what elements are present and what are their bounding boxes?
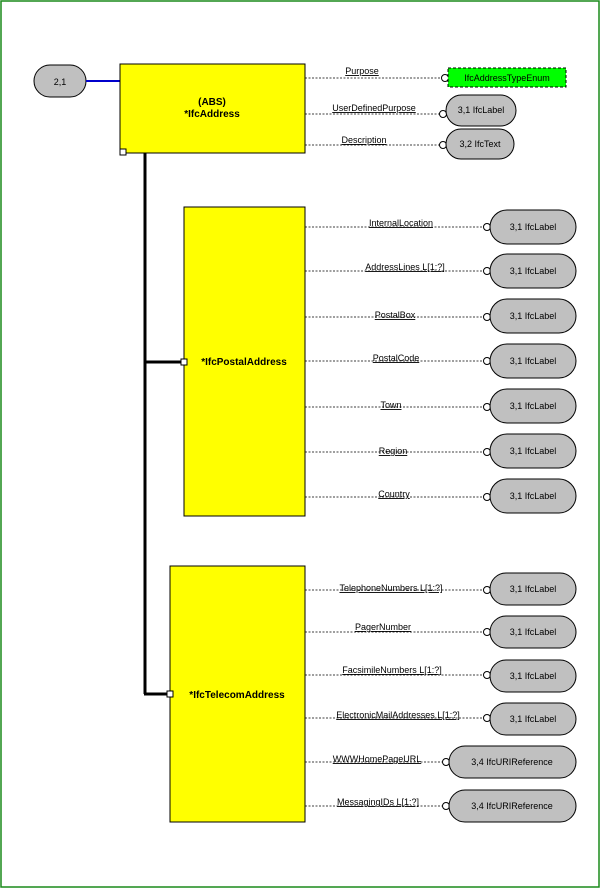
attribute-end-circle (442, 758, 450, 766)
type-ref-label: 3,4 IfcURIReference (471, 757, 553, 767)
attribute-end-circle (483, 628, 491, 636)
type-ref-label: 3,4 IfcURIReference (471, 801, 553, 811)
connector-square (180, 358, 188, 366)
type-ref-box[interactable] (489, 478, 577, 514)
type-ref-box[interactable] (489, 572, 577, 606)
attribute-town[interactable]: Town 3,1 IfcLabel (305, 388, 577, 424)
type-ref-box[interactable] (448, 789, 577, 823)
attribute-wwwhomepageurl[interactable]: WWWHomePageURL 3,4 IfcURIReference (305, 745, 577, 779)
attribute-pagernumber[interactable]: PagerNumber 3,1 IfcLabel (305, 615, 577, 649)
entity-ifcaddress-name: *IfcAddress (184, 109, 240, 120)
attribute-postalbox[interactable]: PostalBox 3,1 IfcLabel (305, 298, 577, 334)
attribute-label: PagerNumber (355, 622, 411, 632)
type-ref-label: 3,1 IfcLabel (510, 446, 557, 456)
attribute-purpose[interactable]: Purpose IfcAddressTypeEnum (305, 66, 567, 88)
type-ref-label: 3,1 IfcLabel (510, 671, 557, 681)
attribute-userdefinedpurpose[interactable]: UserDefinedPurpose 3,1 IfcLabel (305, 94, 517, 127)
type-ref-label: 3,1 IfcLabel (510, 356, 557, 366)
type-ref-label: 3,1 IfcLabel (510, 491, 557, 501)
type-ref-label: 3,1 IfcLabel (510, 584, 557, 594)
attribute-end-circle (483, 448, 491, 456)
attribute-label: Purpose (345, 66, 379, 76)
type-ref-box[interactable] (489, 659, 577, 693)
type-ref-box[interactable] (489, 298, 577, 334)
attribute-label: InternalLocation (369, 218, 433, 228)
attribute-label: UserDefinedPurpose (332, 103, 416, 113)
type-ref-label: 3,1 IfcLabel (510, 311, 557, 321)
type-ref-box[interactable] (489, 343, 577, 379)
type-ref-label: 3,2 IfcText (459, 139, 501, 149)
attribute-label: WWWHomePageURL (333, 754, 422, 764)
type-ref-box[interactable] (445, 94, 517, 127)
entity-ifcaddress-box[interactable] (119, 63, 306, 154)
attribute-facsimilenumbers[interactable]: FacsimileNumbers L[1:?] 3,1 IfcLabel (305, 659, 577, 693)
attribute-end-circle (483, 267, 491, 275)
page-reference-label: 2,1 (54, 77, 67, 87)
type-ref-box[interactable] (489, 388, 577, 424)
entity-ifctelecomaddress[interactable]: *IfcTelecomAddress (169, 565, 306, 823)
type-ref-box[interactable] (489, 615, 577, 649)
attribute-end-circle (439, 141, 447, 149)
attribute-end-circle (483, 714, 491, 722)
attribute-telephonenumbers[interactable]: TelephoneNumbers L[1:?] 3,1 IfcLabel (305, 572, 577, 606)
attribute-label: Country (378, 489, 410, 499)
type-ref-label: 3,1 IfcLabel (510, 714, 557, 724)
entity-ifcaddress-abs: (ABS) (198, 97, 226, 108)
entity-ifcpostaladdress-name: *IfcPostalAddress (201, 357, 287, 368)
page-reference[interactable]: 2,1 (33, 64, 87, 98)
attribute-messagingids[interactable]: MessagingIDs L[1:?] 3,4 IfcURIReference (305, 789, 577, 823)
entity-ifcpostaladdress[interactable]: *IfcPostalAddress (183, 206, 306, 517)
enum-box-ifcaddresstypeenum[interactable] (447, 67, 567, 88)
attribute-label: TelephoneNumbers L[1:?] (339, 583, 442, 593)
type-ref-label: 3,1 IfcLabel (510, 401, 557, 411)
connector-square (166, 690, 174, 698)
attribute-label: FacsimileNumbers L[1:?] (342, 665, 442, 675)
attribute-label: MessagingIDs L[1:?] (337, 797, 419, 807)
entity-ifcaddress[interactable]: (ABS) *IfcAddress (119, 63, 306, 154)
attribute-label: Town (380, 400, 401, 410)
type-ref-box[interactable] (489, 253, 577, 289)
attribute-addresslines[interactable]: AddressLines L[1:?] 3,1 IfcLabel (305, 253, 577, 289)
entity-ifctelecomaddress-name: *IfcTelecomAddress (189, 690, 285, 701)
type-ref-label: 3,1 IfcLabel (458, 105, 505, 115)
attribute-label: PostalCode (373, 353, 420, 363)
type-ref-label: 3,1 IfcLabel (510, 627, 557, 637)
attribute-description[interactable]: Description 3,2 IfcText (305, 128, 515, 160)
attribute-electronicmailaddresses[interactable]: ElectronicMailAddresses L[1:?] 3,1 IfcLa… (305, 702, 577, 736)
attribute-end-circle (441, 74, 449, 82)
attribute-country[interactable]: Country 3,1 IfcLabel (305, 478, 577, 514)
type-ref-box[interactable] (445, 128, 515, 160)
type-ref-label: 3,1 IfcLabel (510, 222, 557, 232)
attribute-label: ElectronicMailAddresses L[1:?] (336, 710, 460, 720)
attribute-label: Region (379, 446, 408, 456)
attribute-postalcode[interactable]: PostalCode 3,1 IfcLabel (305, 343, 577, 379)
attribute-end-circle (483, 223, 491, 231)
type-ref-box[interactable] (489, 433, 577, 469)
entity-ifcpostaladdress-box[interactable] (183, 206, 306, 517)
attribute-end-circle (483, 493, 491, 501)
type-ref-box[interactable] (489, 702, 577, 736)
connector-square (119, 148, 127, 156)
enum-label: IfcAddressTypeEnum (464, 73, 550, 83)
attribute-label: AddressLines L[1:?] (365, 262, 445, 272)
type-ref-box[interactable] (489, 209, 577, 245)
attribute-label: PostalBox (375, 310, 416, 320)
attribute-end-circle (483, 313, 491, 321)
type-ref-label: 3,1 IfcLabel (510, 266, 557, 276)
attribute-end-circle (483, 586, 491, 594)
entity-ifctelecomaddress-box[interactable] (169, 565, 306, 823)
attribute-end-circle (442, 802, 450, 810)
attribute-end-circle (483, 357, 491, 365)
attribute-region[interactable]: Region 3,1 IfcLabel (305, 433, 577, 469)
attribute-end-circle (483, 671, 491, 679)
type-ref-box[interactable] (448, 745, 577, 779)
attribute-end-circle (483, 403, 491, 411)
attribute-end-circle (439, 110, 447, 118)
attribute-label: Description (341, 135, 386, 145)
attribute-internallocation[interactable]: InternalLocation 3,1 IfcLabel (305, 209, 577, 245)
